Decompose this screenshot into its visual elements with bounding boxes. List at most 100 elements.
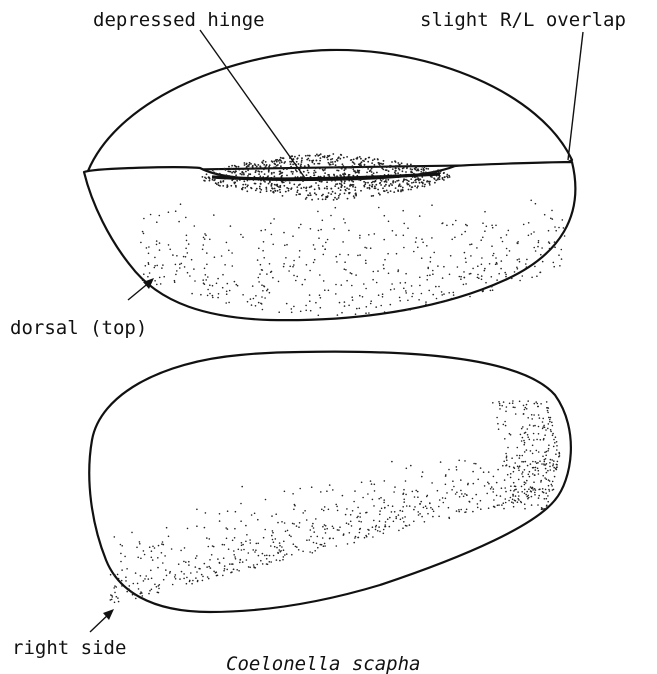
side-stipple-dot: [241, 486, 243, 488]
hinge-stipple-dot: [226, 174, 228, 176]
hinge-stipple-dot: [259, 165, 261, 167]
side-stipple-dot: [356, 517, 358, 519]
side-stipple-dot: [464, 493, 466, 495]
hinge-stipple-dot: [279, 191, 281, 193]
side-stipple-dot: [215, 572, 217, 574]
hinge-stipple-dot: [368, 157, 370, 159]
side-stipple-dot: [536, 450, 538, 452]
dorsal-stipple-dot: [209, 293, 211, 295]
side-stipple-dot: [360, 521, 362, 523]
side-stipple-dot: [556, 449, 558, 451]
hinge-stipple-dot: [371, 171, 373, 173]
side-stipple-dot: [374, 490, 376, 492]
side-stipple-dot: [540, 439, 542, 441]
hinge-stipple-dot: [408, 183, 410, 185]
side-stipple-dot: [536, 462, 538, 464]
hinge-stipple-dot: [247, 175, 249, 177]
side-stipple-dot: [503, 508, 505, 510]
hinge-stipple-dot: [390, 190, 392, 192]
hinge-stipple-dot: [274, 188, 276, 190]
side-stipple-dot: [199, 568, 201, 570]
side-stipple-dot: [245, 525, 247, 527]
dorsal-stipple-dot: [405, 290, 407, 292]
side-stipple-dot: [240, 503, 242, 505]
side-stipple-dot: [376, 525, 378, 527]
side-stipple-dot: [440, 461, 442, 463]
side-stipple-dot: [511, 457, 513, 459]
side-stipple-dot: [121, 585, 123, 587]
side-stipple-dot: [505, 465, 507, 467]
dorsal-stipple-dot: [362, 296, 364, 298]
side-stipple-dot: [359, 513, 361, 515]
hinge-stipple-dot: [326, 181, 328, 183]
side-stipple-dot: [414, 496, 416, 498]
side-stipple-dot: [535, 469, 537, 471]
dorsal-stipple-dot: [463, 284, 465, 286]
side-stipple-dot: [547, 470, 549, 472]
side-stipple-dot: [464, 512, 466, 514]
hinge-stipple-dot: [411, 186, 413, 188]
hinge-stipple-dot: [273, 167, 275, 169]
hinge-stipple-dot: [395, 170, 397, 172]
side-stipple-dot: [519, 401, 521, 403]
dorsal-stipple-dot: [240, 234, 242, 236]
side-stipple-dot: [533, 481, 535, 483]
dorsal-stipple-dot: [482, 291, 484, 293]
dorsal-stipple-dot: [351, 296, 353, 298]
side-stipple-dot: [275, 538, 277, 540]
hinge-stipple-dot: [273, 192, 275, 194]
dorsal-stipple-dot: [234, 281, 236, 283]
dorsal-stipple-dot: [272, 244, 274, 246]
hinge-stipple-dot: [257, 164, 259, 166]
dorsal-stipple-dot: [490, 290, 492, 292]
hinge-stipple-dot: [220, 182, 222, 184]
side-stipple-dot: [433, 511, 435, 513]
side-stipple-dot: [548, 489, 550, 491]
dorsal-stipple-dot: [202, 279, 204, 281]
side-stipple-dot: [136, 547, 138, 549]
side-stipple-dot: [294, 505, 296, 507]
hinge-stipple-dot: [333, 199, 335, 201]
hinge-stipple-dot: [410, 171, 412, 173]
side-stipple-dot: [137, 583, 139, 585]
side-stipple-dot: [504, 487, 506, 489]
side-stipple-dot: [500, 495, 502, 497]
side-stipple-dot: [469, 501, 471, 503]
side-stipple-dot: [510, 490, 512, 492]
dorsal-stipple-dot: [344, 222, 346, 224]
side-stipple-dot: [333, 527, 335, 529]
side-stipple-dot: [423, 507, 425, 509]
dorsal-stipple-dot: [292, 235, 294, 237]
side-stipple-dot: [505, 453, 507, 455]
dorsal-stipple-dot: [185, 217, 187, 219]
side-stipple-dot: [480, 500, 482, 502]
side-stipple-dot: [395, 518, 397, 520]
dorsal-stipple-dot: [146, 247, 148, 249]
side-stipple-dot: [359, 516, 361, 518]
hinge-stipple-dot: [425, 171, 427, 173]
side-stipple-dot: [421, 476, 423, 478]
side-stipple-dot: [525, 482, 527, 484]
dorsal-stipple-dot: [394, 288, 396, 290]
side-stipple-dot: [456, 492, 458, 494]
side-stipple-dot: [207, 576, 209, 578]
side-stipple-dot: [293, 543, 295, 545]
side-stipple-dot: [296, 546, 298, 548]
side-stipple-dot: [530, 486, 532, 488]
dorsal-stipple-dot: [491, 276, 493, 278]
side-stipple-dot: [120, 561, 122, 563]
side-stipple-dot: [316, 543, 318, 545]
side-stipple-dot: [383, 502, 385, 504]
hinge-stipple-dot: [280, 170, 282, 172]
side-stipple-dot: [458, 511, 460, 513]
side-stipple-dot: [185, 561, 187, 563]
dorsal-stipple-dot: [426, 279, 428, 281]
side-stipple-dot: [204, 563, 206, 565]
side-stipple-dot: [524, 409, 526, 411]
hinge-stipple-dot: [319, 168, 321, 170]
side-stipple-dot: [524, 493, 526, 495]
hinge-stipple-dot: [327, 155, 329, 157]
hinge-stipple-dot: [410, 189, 412, 191]
hinge-stipple-dot: [352, 186, 354, 188]
dorsal-stipple-dot: [481, 275, 483, 277]
